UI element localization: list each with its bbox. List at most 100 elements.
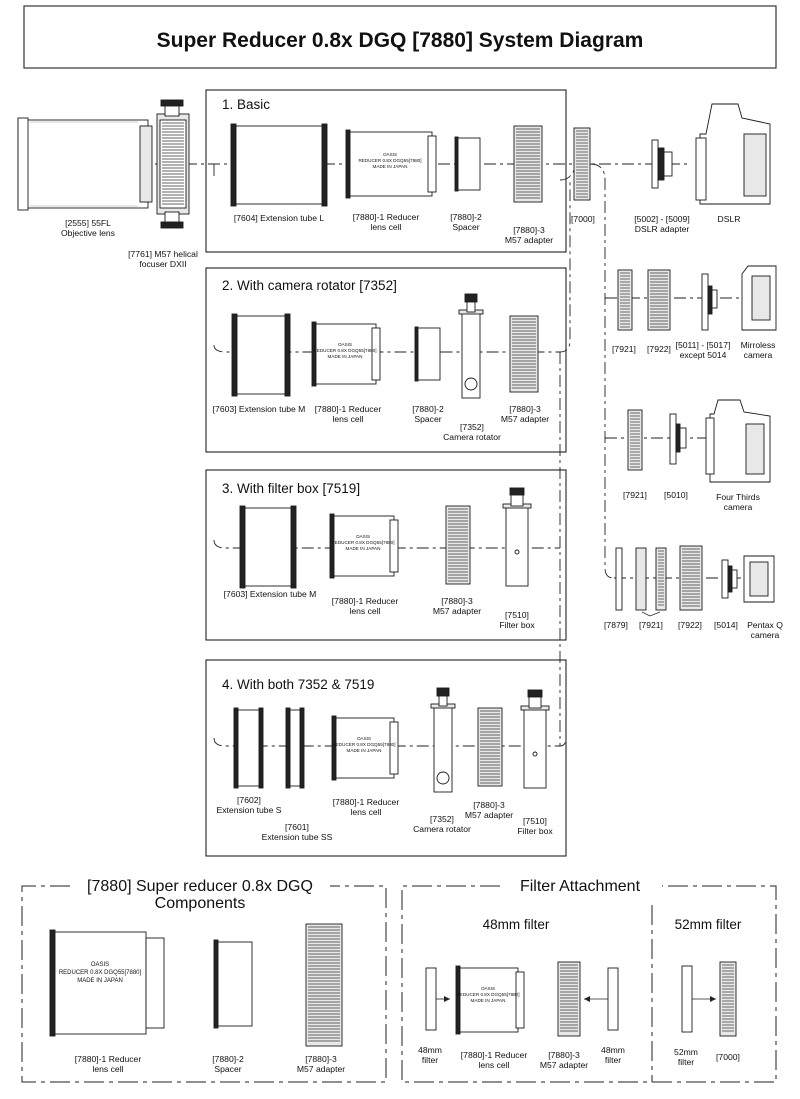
s1-extension-tube	[230, 123, 328, 207]
section2-heading: 2. With camera rotator [7352]	[222, 278, 397, 293]
s1-adapter-label-1: [7880]-3	[513, 225, 545, 235]
s4-cell-label-1: [7880]-1 Reducer	[333, 797, 400, 807]
mirrorless-7922-label: [7922]	[647, 344, 671, 354]
f52-7000	[719, 961, 737, 1037]
mirrorless-adapter	[701, 273, 718, 331]
f48-left-label-2: filter	[422, 1055, 438, 1065]
svg-text:REDUCER 0.8X DGQ55[7880]: REDUCER 0.8X DGQ55[7880]	[313, 348, 376, 353]
s2-spacer-label-2: Spacer	[414, 414, 441, 424]
components-cell-label-2: lens cell	[92, 1064, 123, 1074]
mirrorless-7921	[617, 269, 633, 331]
s2-cell-label-2: lens cell	[332, 414, 363, 424]
components-cell-label-1: [7880]-1 Reducer	[75, 1054, 142, 1064]
section4-heading: 4. With both 7352 & 7519	[222, 677, 374, 692]
s3-extension-tube	[239, 505, 297, 589]
f52-filter-label-1: 52mm	[674, 1047, 698, 1057]
s4-ext-s-label-1: [7602]	[237, 795, 261, 805]
section3-heading: 3. With filter box [7519]	[222, 481, 360, 496]
s4-filter-box	[520, 689, 550, 789]
section-frames	[205, 89, 567, 857]
svg-text:OASIS: OASIS	[91, 962, 109, 968]
objective-label-1: [2555] 55FL	[65, 218, 111, 228]
part-7000	[573, 127, 591, 201]
svg-text:REDUCER 0.8X DGQ55[7880]: REDUCER 0.8X DGQ55[7880]	[59, 970, 142, 976]
focuser-label-1: [7761] M57 helical	[128, 249, 198, 259]
svg-text:OASIS: OASIS	[357, 736, 371, 741]
components-reducer-cell: OASIS REDUCER 0.8X DGQ55[7880] MADE IN J…	[49, 929, 165, 1037]
f48-right-label-2: filter	[605, 1055, 621, 1065]
mirrorless-adapter-label-1: [5011] - [5017]	[676, 340, 731, 350]
page-title: Super Reducer 0.8x DGQ [7880] System Dia…	[157, 29, 644, 52]
mirrorless-7922	[647, 269, 671, 331]
filter-48-heading: 48mm filter	[483, 917, 550, 932]
f48-cell-label-1: [7880]-1 Reducer	[461, 1050, 528, 1060]
pentax-7922	[679, 545, 703, 611]
pentax-7921	[635, 547, 667, 617]
dslr-label: DSLR	[718, 214, 741, 224]
mirrorless-camera	[741, 265, 777, 331]
components-panel: [7880] Super reducer 0.8x DGQ Components…	[21, 878, 387, 1083]
fourthirds-camera	[705, 399, 771, 483]
pentax-7879-label: [7879]	[604, 620, 628, 630]
svg-text:REDUCER 0.8X DGQ55[7880]: REDUCER 0.8X DGQ55[7880]	[456, 992, 519, 997]
svg-text:OASIS: OASIS	[383, 152, 397, 157]
s1-spacer	[454, 136, 481, 192]
s2-spacer	[414, 326, 441, 382]
svg-text:MADE IN JAPAN: MADE IN JAPAN	[347, 748, 382, 753]
pentax-camera-label-1: Pentax Q	[747, 620, 783, 630]
f48-right-filter	[584, 967, 619, 1031]
svg-text:MADE IN JAPAN: MADE IN JAPAN	[328, 354, 363, 359]
svg-text:OASIS: OASIS	[338, 342, 352, 347]
helical-focuser	[156, 99, 190, 229]
s3-adapter-label-2: M57 adapter	[433, 606, 481, 616]
s1-cell-label-1: [7880]-1 Reducer	[353, 212, 420, 222]
s2-m57-adapter	[509, 315, 539, 393]
s2-spacer-label-1: [7880]-2	[412, 404, 444, 414]
fourthirds-5010	[669, 413, 687, 465]
s3-cell-label-2: lens cell	[349, 606, 380, 616]
f48-reducer-cell: OASIS REDUCER 0.8X DGQ55[7880] MADE IN J…	[455, 965, 525, 1035]
dslr-camera	[695, 103, 771, 205]
s3-filter-box	[502, 487, 532, 587]
svg-text:REDUCER 0.8X DGQ55[7880]: REDUCER 0.8X DGQ55[7880]	[332, 742, 395, 747]
fourthirds-5010-label: [5010]	[664, 490, 688, 500]
s1-m57-adapter	[513, 125, 543, 203]
s2-cell-label-1: [7880]-1 Reducer	[315, 404, 382, 414]
svg-text:MADE IN JAPAN: MADE IN JAPAN	[471, 998, 506, 1003]
s4-ext-ss-label-1: [7601]	[285, 822, 309, 832]
dslr-adapter	[651, 139, 673, 189]
svg-text:OASIS: OASIS	[481, 986, 495, 991]
s2-extension-tube	[231, 313, 291, 397]
f48-left-label-1: 48mm	[418, 1045, 442, 1055]
svg-text:MADE IN JAPAN: MADE IN JAPAN	[77, 978, 123, 984]
f52-filter	[681, 965, 716, 1033]
components-spacer	[213, 939, 253, 1029]
f52-filter-label-2: filter	[678, 1057, 694, 1067]
s2-camera-rotator	[458, 293, 484, 399]
f48-adapter-label-1: [7880]-3	[548, 1050, 580, 1060]
f48-m57-adapter	[557, 961, 581, 1037]
s4-ext-s-label-2: Extension tube S	[217, 805, 282, 815]
svg-text:REDUCER 0.8X DGQ55[7880]: REDUCER 0.8X DGQ55[7880]	[358, 158, 421, 163]
filter-52-heading: 52mm filter	[675, 917, 742, 932]
s4-rotator-label-1: [7352]	[430, 814, 454, 824]
f48-adapter-label-2: M57 adapter	[540, 1060, 588, 1070]
s4-rotator-label-2: Camera rotator	[413, 824, 471, 834]
mirrorless-7921-label: [7921]	[612, 344, 636, 354]
components-heading-2: Components	[155, 895, 246, 912]
components-adapter-label-2: M57 adapter	[297, 1064, 345, 1074]
s1-spacer-label-1: [7880]-2	[450, 212, 482, 222]
svg-text:MADE IN JAPAN: MADE IN JAPAN	[346, 546, 381, 551]
f48-cell-label-2: lens cell	[478, 1060, 509, 1070]
section1-heading: 1. Basic	[222, 97, 270, 112]
s4-camera-rotator	[430, 687, 456, 793]
components-adapter-label-1: [7880]-3	[305, 1054, 337, 1064]
s3-filterbox-label-1: [7510]	[505, 610, 529, 620]
s1-adapter-label-2: M57 adapter	[505, 235, 553, 245]
s4-cell-label-2: lens cell	[350, 807, 381, 817]
s4-m57-adapter	[477, 707, 503, 787]
components-spacer-label-1: [7880]-2	[212, 1054, 244, 1064]
s1-ext-label: [7604] Extension tube L	[234, 213, 325, 223]
pentax-5014-label: [5014]	[714, 620, 738, 630]
